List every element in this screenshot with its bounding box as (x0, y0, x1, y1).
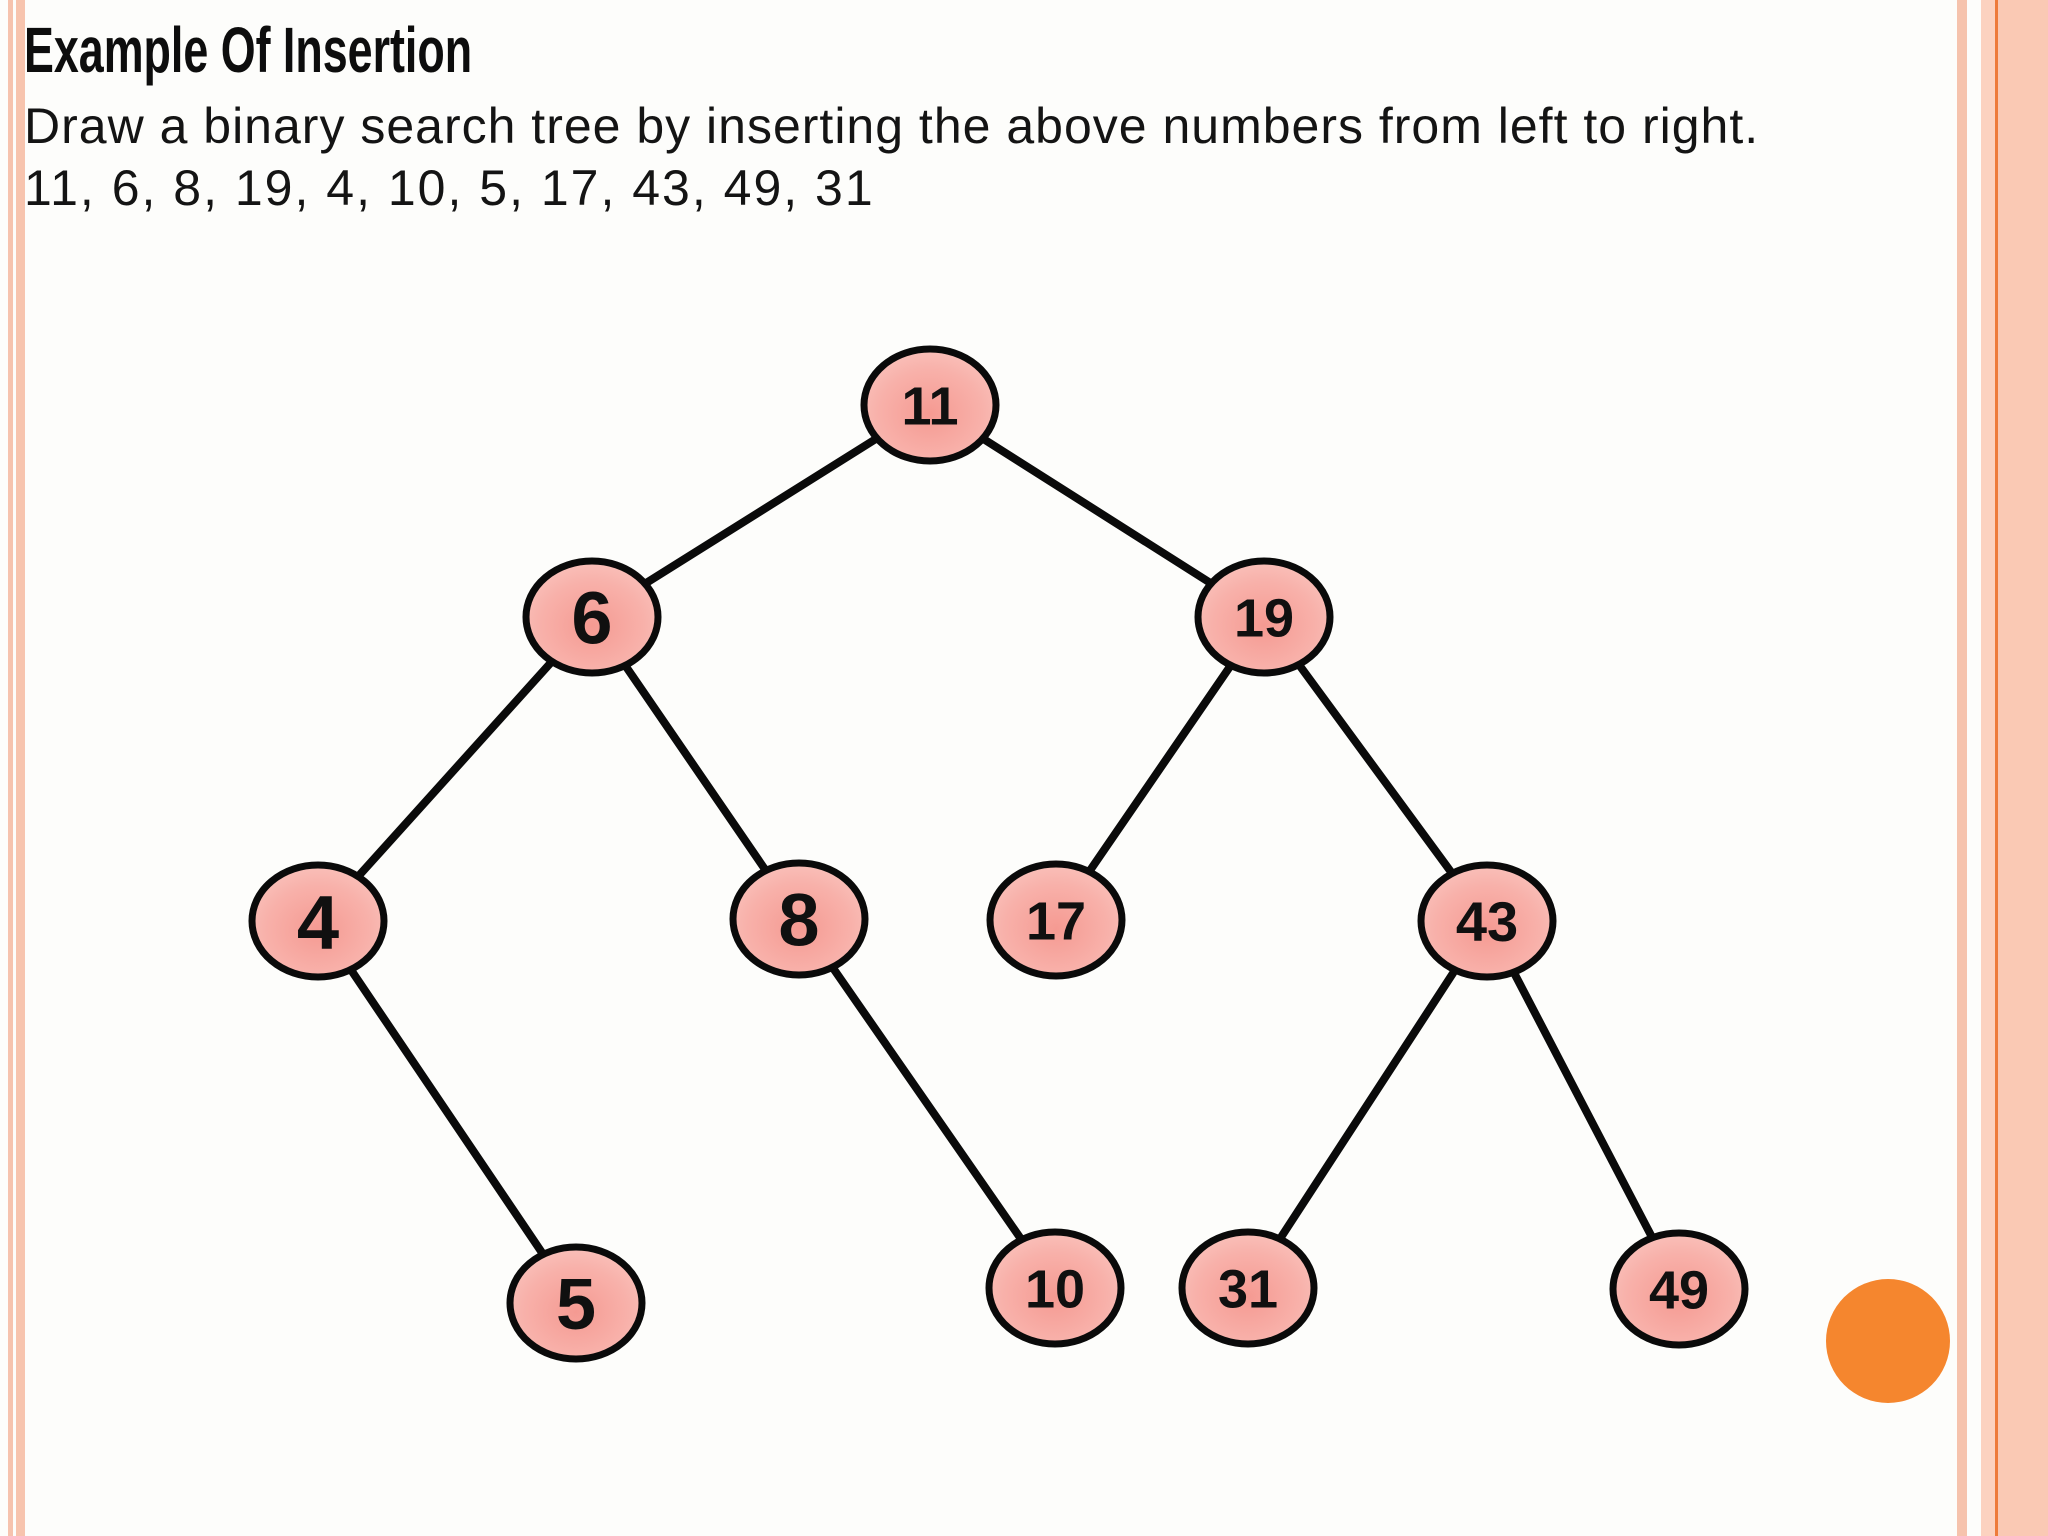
node-label-5: 5 (556, 1265, 596, 1345)
tree-edge-43-49 (1483, 917, 1683, 1293)
tree-node-11: 11 (860, 345, 1000, 465)
node-label-10: 10 (1025, 1259, 1085, 1319)
node-ellipse-43 (1417, 861, 1557, 981)
tree-node-10: 10 (985, 1228, 1125, 1348)
node-ellipse-8 (729, 859, 869, 979)
tree-node-43: 43 (1417, 861, 1557, 981)
node-ellipse-6 (522, 557, 662, 677)
node-ellipse-31 (1178, 1228, 1318, 1348)
border-stripe (1957, 0, 1967, 1536)
tree-edge-4-5 (314, 917, 580, 1307)
insertion-sequence-text: 11, 6, 8, 19, 4, 10, 5, 17, 43, 49, 31 (24, 160, 875, 216)
tree-node-31: 31 (1178, 1228, 1318, 1348)
border-stripe (16, 0, 25, 1536)
tree-edge-43-31 (1244, 917, 1491, 1292)
border-stripe (1995, 0, 1998, 1536)
node-label-43: 43 (1456, 890, 1518, 953)
node-label-6: 6 (571, 577, 612, 660)
node-label-8: 8 (778, 879, 819, 962)
tree-edge-19-43 (1260, 613, 1491, 925)
node-label-11: 11 (901, 376, 958, 436)
node-ellipse-10 (985, 1228, 1125, 1348)
tree-nodes-layer: 11 6 19 4 8 17 43 5 10 31 49 (248, 345, 1749, 1363)
node-label-19: 19 (1234, 588, 1294, 648)
node-ellipse-4 (248, 861, 388, 981)
tree-edges-layer (314, 401, 1683, 1307)
tree-node-49: 49 (1609, 1229, 1749, 1349)
tree-node-4: 4 (248, 861, 388, 981)
tree-node-17: 17 (986, 860, 1126, 980)
node-ellipse-19 (1194, 557, 1334, 677)
node-label-4: 4 (297, 880, 339, 965)
tree-edge-8-10 (795, 915, 1059, 1292)
node-label-31: 31 (1218, 1259, 1278, 1319)
node-label-17: 17 (1026, 891, 1086, 951)
border-stripe (8, 0, 13, 1536)
orange-dot-decoration (1826, 1279, 1950, 1403)
border-stripe (1998, 0, 2048, 1536)
slide-title: Example Of Insertion (24, 14, 664, 86)
tree-edge-11-6 (588, 401, 934, 621)
tree-node-19: 19 (1194, 557, 1334, 677)
slide-title-text: Example Of Insertion (24, 14, 473, 86)
tree-node-5: 5 (506, 1243, 646, 1363)
node-ellipse-17 (986, 860, 1126, 980)
node-label-49: 49 (1649, 1260, 1709, 1320)
tree-node-8: 8 (729, 859, 869, 979)
node-ellipse-11 (860, 345, 1000, 465)
node-ellipse-49 (1609, 1229, 1749, 1349)
instruction-text: Draw a binary search tree by inserting t… (24, 98, 1760, 154)
tree-edge-6-4 (314, 613, 596, 925)
node-ellipse-5 (506, 1243, 646, 1363)
border-stripe (1981, 0, 1995, 1536)
tree-node-6: 6 (522, 557, 662, 677)
